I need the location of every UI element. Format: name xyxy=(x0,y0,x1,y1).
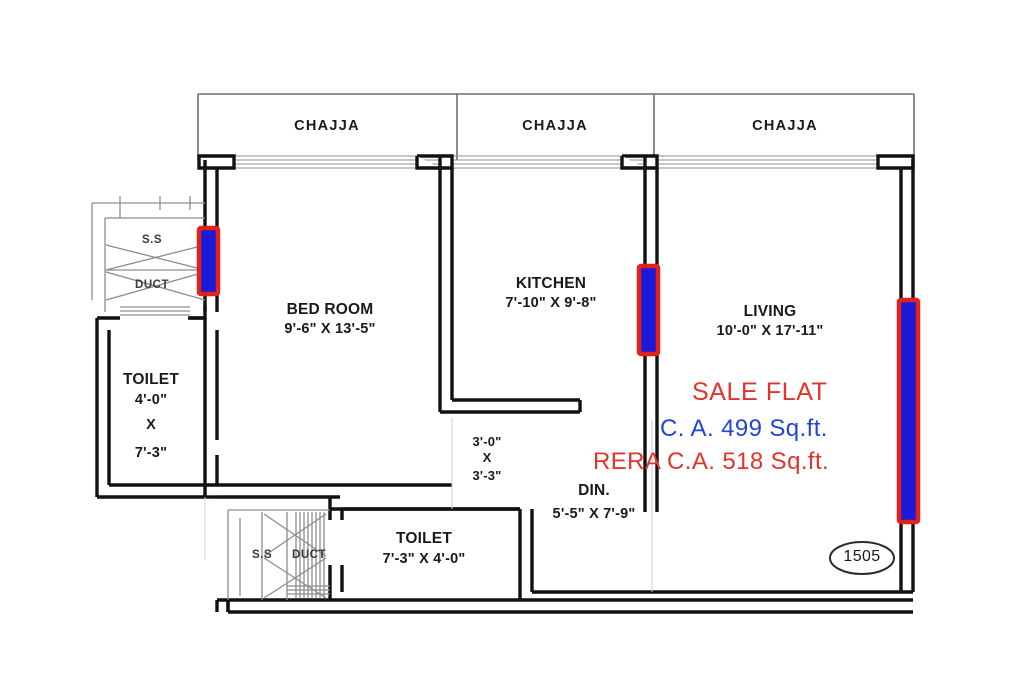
rera-carpet-area-text: RERA C.A. 518 Sq.ft. xyxy=(593,448,830,475)
duct-label-ss-2: S.S xyxy=(251,549,273,561)
chajja-label-3: CHAJJA xyxy=(752,118,818,134)
room-label-kitchen: KITCHEN xyxy=(515,275,587,292)
window-bedroom xyxy=(196,225,221,297)
room-dim-toilet-left-height: 7'-3" xyxy=(134,445,168,461)
room-label-living: LIVING xyxy=(743,303,797,320)
duct-label-duct-1: DUCT xyxy=(135,279,169,291)
window-kitchen xyxy=(636,263,661,357)
room-dim-toilet-left-width: 4'-0" xyxy=(134,392,168,408)
chajja-slab-hatch xyxy=(205,155,912,169)
passage-dim-x: X xyxy=(482,450,492,465)
room-label-toilet-bottom: TOILET xyxy=(395,530,453,547)
duct-and-thin-lines xyxy=(91,196,653,600)
chajja-label-1: CHAJJA xyxy=(294,118,360,134)
chajja-label-2: CHAJJA xyxy=(522,118,588,134)
flat-number-badge xyxy=(829,541,895,575)
passage-dim-height: 3'-3" xyxy=(472,468,502,483)
room-dim-living: 10'-0" X 17'-11" xyxy=(716,323,824,339)
room-dim-toilet-bottom: 7'-3" X 4'-0" xyxy=(382,551,466,567)
flat-number-label: 1505 xyxy=(843,548,881,565)
room-dim-toilet-left-x: X xyxy=(146,417,156,433)
structural-walls xyxy=(95,154,915,614)
chajja-outline xyxy=(197,93,915,160)
duct-label-duct-2: DUCT xyxy=(292,549,326,561)
room-label-bedroom: BED ROOM xyxy=(286,301,374,318)
room-label-toilet-left: TOILET xyxy=(122,371,180,388)
room-dim-kitchen: 7'-10" X 9'-8" xyxy=(505,295,597,311)
room-dim-bedroom: 9'-6" X 13'-5" xyxy=(284,321,376,337)
window-living xyxy=(896,297,921,525)
windows xyxy=(196,225,921,525)
sale-flat-title: SALE FLAT xyxy=(692,378,828,406)
duct-label-ss-1: S.S xyxy=(141,234,163,246)
room-label-dining: DIN. xyxy=(578,482,610,499)
carpet-area-text: C. A. 499 Sq.ft. xyxy=(660,415,828,442)
room-dim-dining: 5'-5" X 7'-9" xyxy=(552,506,636,522)
passage-dim-width: 3'-0" xyxy=(472,434,502,449)
